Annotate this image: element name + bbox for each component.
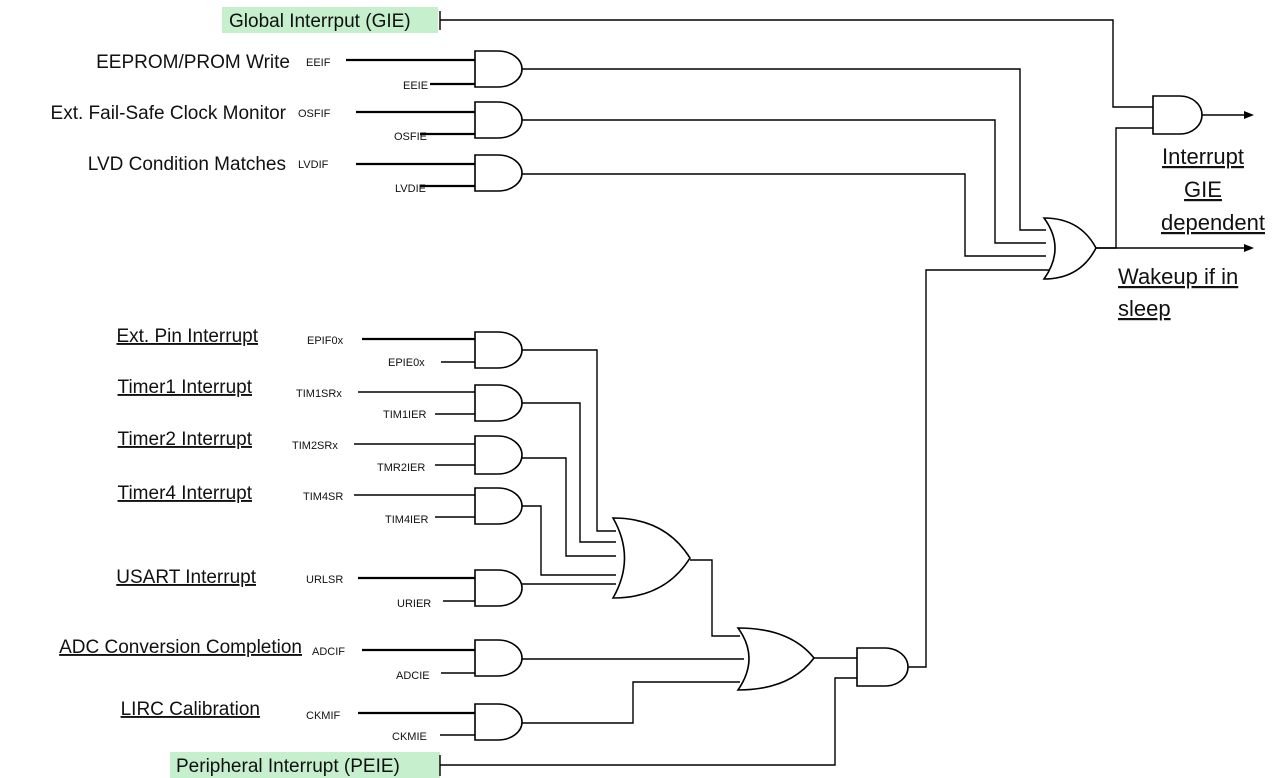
adcie-signal: ADCIE bbox=[396, 670, 430, 682]
and-gate-timer1 bbox=[474, 384, 523, 422]
urier-signal: URIER bbox=[397, 598, 431, 610]
osfif-signal: OSFIF bbox=[298, 108, 331, 120]
and-gate-lirc bbox=[474, 703, 523, 741]
urlsr-signal: URLSR bbox=[306, 574, 343, 586]
adc-label: ADC Conversion Completion bbox=[59, 637, 302, 658]
tim4ier-signal: TIM4IER bbox=[385, 514, 428, 526]
wakeup-out-line1: Wakeup if in bbox=[1118, 264, 1238, 289]
fscm-label: Ext. Fail-Safe Clock Monitor bbox=[51, 103, 287, 124]
and-gate-fscm bbox=[474, 101, 523, 139]
tmr2ier-signal: TMR2IER bbox=[377, 462, 425, 474]
eeie-signal: EEIE bbox=[403, 80, 428, 92]
and-gate-timer2 bbox=[474, 435, 523, 475]
or-gate-peripheral-b bbox=[736, 627, 816, 691]
wakeup-out-line2: sleep bbox=[1118, 296, 1171, 321]
interrupt-out-line1: Interrupt bbox=[1162, 144, 1244, 169]
epif0x-signal: EPIF0x bbox=[307, 335, 344, 347]
timer1-label: Timer1 Interrupt bbox=[118, 377, 253, 398]
and-gate-lvd bbox=[474, 154, 523, 192]
and-gate-peie bbox=[856, 647, 909, 687]
wires bbox=[346, 11, 1254, 776]
ckmif-signal: CKMIF bbox=[306, 710, 341, 722]
tim1ier-signal: TIM1IER bbox=[383, 409, 426, 421]
gie-label: Global Interrput (GIE) bbox=[229, 11, 411, 32]
extpin-label: Ext. Pin Interrupt bbox=[116, 326, 258, 347]
lvdif-signal: LVDIF bbox=[298, 159, 329, 171]
eeprom-label: EEPROM/PROM Write bbox=[96, 52, 290, 73]
peie-highlight bbox=[170, 752, 440, 778]
and-gate-eeprom bbox=[474, 50, 523, 88]
or-gate-main bbox=[1042, 217, 1097, 280]
tim2srx-signal: TIM2SRx bbox=[292, 440, 338, 452]
and-gate-usart bbox=[474, 569, 523, 607]
ckmie-signal: CKMIE bbox=[392, 731, 427, 743]
timer2-label: Timer2 Interrupt bbox=[118, 429, 253, 450]
interrupt-out-line3: dependent bbox=[1161, 210, 1265, 235]
and-gate-timer4 bbox=[474, 487, 523, 525]
and-gate-extpin bbox=[474, 331, 523, 369]
tim4sr-signal: TIM4SR bbox=[303, 491, 343, 503]
lvd-label: LVD Condition Matches bbox=[88, 154, 286, 175]
lvdie-signal: LVDIE bbox=[395, 183, 426, 195]
usart-label: USART Interrupt bbox=[116, 567, 256, 588]
adcif-signal: ADCIF bbox=[312, 646, 345, 658]
lirc-label: LIRC Calibration bbox=[121, 699, 260, 720]
gie-highlight bbox=[222, 7, 438, 33]
epie0x-signal: EPIE0x bbox=[388, 357, 425, 369]
peie-label: Peripheral Interrupt (PEIE) bbox=[176, 756, 400, 777]
timer4-label: Timer4 Interrupt bbox=[118, 483, 253, 504]
eeif-signal: EEIF bbox=[306, 57, 331, 69]
tim1srx-signal: TIM1SRx bbox=[296, 388, 342, 400]
interrupt-out-line2: GIE bbox=[1184, 177, 1222, 202]
and-gate-adc bbox=[474, 639, 523, 677]
or-gate-peripheral-a bbox=[611, 517, 691, 599]
osfie-signal: OSFIE bbox=[394, 131, 427, 143]
and-gate-gie bbox=[1152, 95, 1203, 135]
